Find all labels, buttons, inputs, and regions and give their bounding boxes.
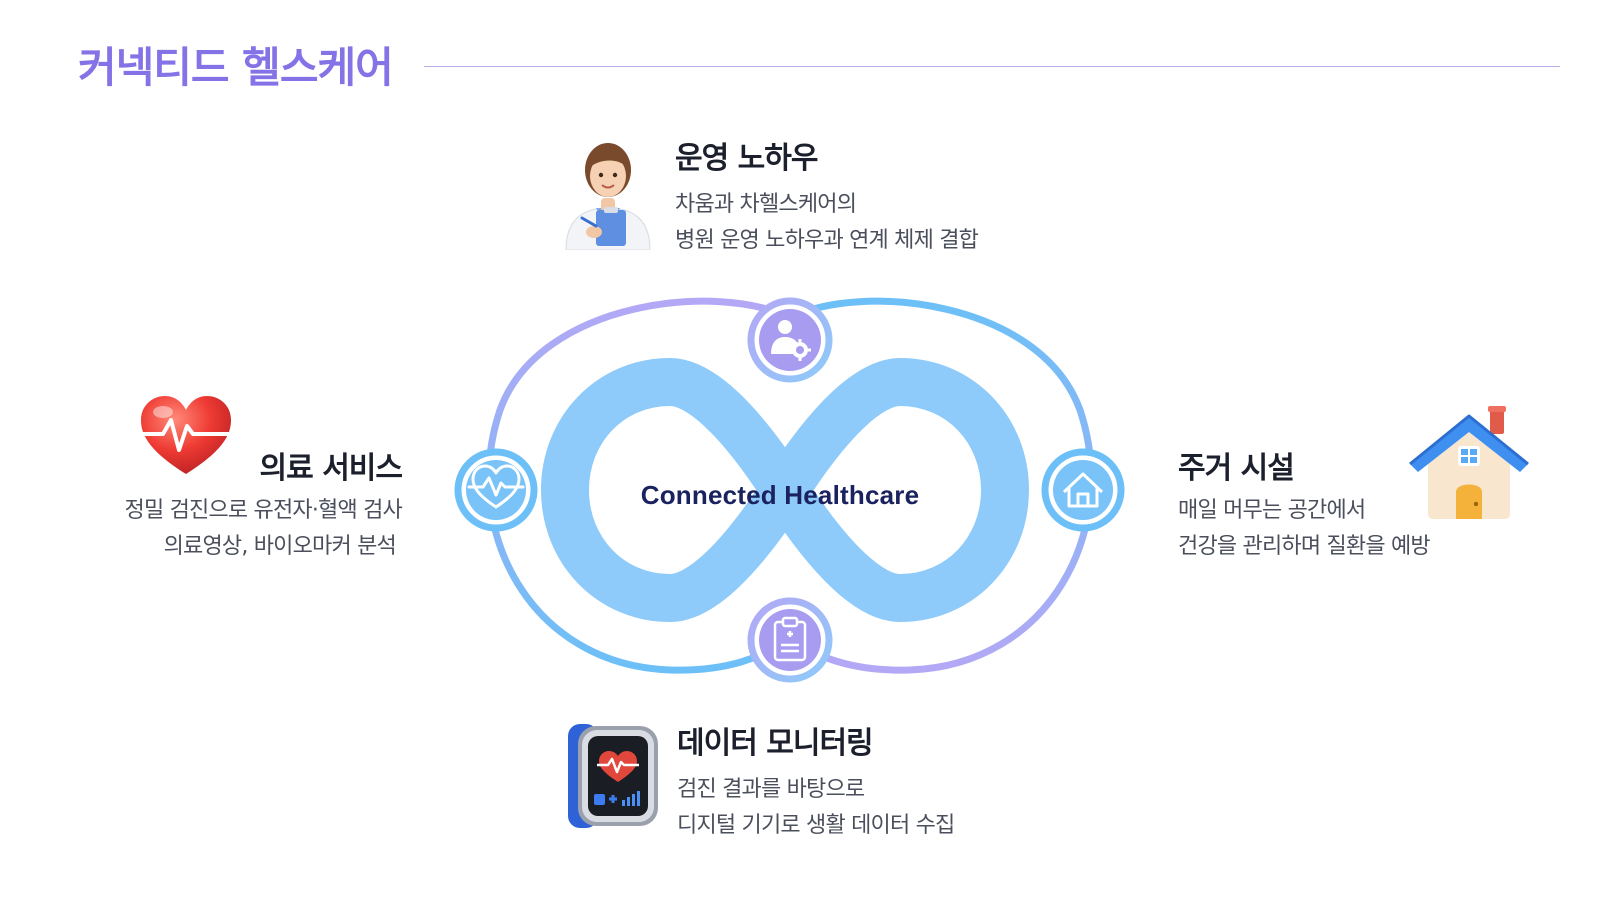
- section-line: 정밀 검진으로 유전자·혈액 검사: [124, 498, 403, 523]
- smartwatch-icon: [568, 724, 658, 828]
- section-line: 병원 운영 노하우과 연계 체제 결합: [675, 228, 979, 253]
- section-medical: 의료 서비스 정밀 검진으로 유전자·혈액 검사 의료영상, 바이오마커 분석: [0, 443, 404, 565]
- section-line: 의료영상, 바이오마커 분석: [163, 534, 397, 559]
- page-title: 커넥티드 헬스케어: [78, 43, 394, 92]
- doctor-with-clipboard-icon: [565, 143, 651, 250]
- heart-pulse-icon: [467, 464, 525, 509]
- section-title: 주거 시설: [1178, 451, 1295, 486]
- section-title: 의료 서비스: [259, 451, 403, 486]
- section-housing: 주거 시설 매일 머무는 공간에서 건강을 관리하며 질환을 예방: [1178, 443, 1431, 565]
- section-line: 검진 결과를 바탕으로: [677, 777, 865, 802]
- person-gear-icon: [771, 320, 811, 361]
- node-medical: [454, 448, 538, 532]
- section-operations: 운영 노하우 차움과 차헬스케어의 병원 운영 노하우과 연계 체제 결합: [675, 133, 979, 259]
- section-line: 차움과 차헬스케어의: [675, 192, 857, 217]
- section-data: 데이터 모니터링 검진 결과를 바탕으로 디지털 기기로 생활 데이터 수집: [677, 718, 955, 844]
- node-operations: [747, 297, 833, 383]
- center-label: Connected Healthcare: [640, 480, 920, 510]
- section-title: 데이터 모니터링: [677, 726, 874, 761]
- section-line: 디지털 기기로 생활 데이터 수집: [677, 813, 955, 838]
- home-outline-icon: [1062, 472, 1104, 508]
- heart-pulse-icon: [133, 396, 239, 474]
- node-data: [747, 597, 833, 683]
- section-line: 건강을 관리하며 질환을 예방: [1178, 534, 1431, 559]
- title-divider: [424, 66, 1560, 67]
- node-housing: [1041, 448, 1125, 532]
- section-title: 운영 노하우: [675, 141, 818, 176]
- house-icon: [1409, 406, 1529, 519]
- medical-clipboard-icon: [773, 616, 807, 662]
- section-line: 매일 머무는 공간에서: [1178, 498, 1366, 523]
- infinity-symbol: [541, 358, 1029, 622]
